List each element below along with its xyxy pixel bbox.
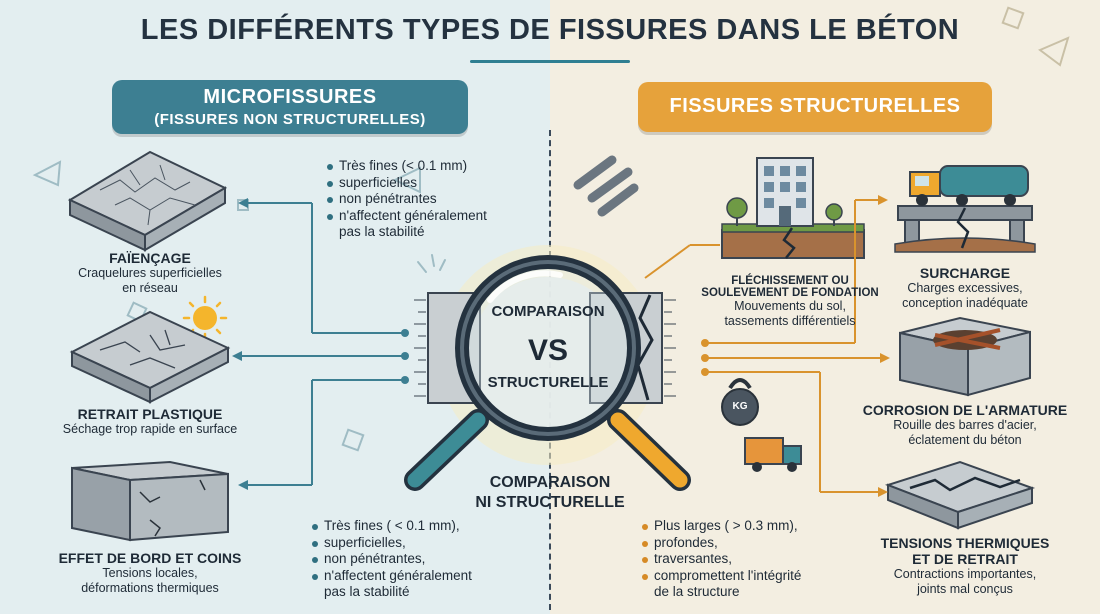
retrait-plastique-title: RETRAIT PLASTIQUE [77,406,223,422]
effet-bord-desc1: Tensions locales, [102,566,198,580]
retrait-plastique-desc1: Séchage trop rapide en surface [62,422,238,436]
page-title: LES DIFFÉRENTS TYPES DE FISSURES DANS LE… [140,14,960,46]
faiencage-slab-icon [67,150,228,252]
connector-dot-icon [401,352,409,360]
faiencage-title: FAÏENÇAGE [109,250,191,266]
thermique-title1: TENSIONS THERMIQUES [880,535,1050,551]
effet-bord-title: EFFET DE BORD ET COINS [58,550,242,566]
retrait-plastique-label: RETRAIT PLASTIQUE Séchage trop rapide en… [30,406,270,437]
microfissures-banner-line1: MICROFISSURES [203,86,377,108]
connector-dot-icon [701,368,709,376]
title-underline [470,60,630,63]
structural-banner-line1: FISSURES STRUCTURELLES [669,95,961,117]
arrow-left-icon [232,351,242,361]
bullet-item: non pénétrantes, [310,551,520,568]
effet-bord-desc2: déformations thermiques [81,581,219,595]
fondation-desc1: Mouvements du sol, [734,299,846,313]
building-foundation-icon [721,157,865,259]
fondation-desc2: tassements différentiels [724,314,856,328]
thermique-title2: ET DE RETRAIT [912,551,1018,567]
center-label-top: COMPARAISON [491,303,605,320]
bullet-item: compromettent l'intégrité [640,568,860,585]
kettlebell-icon [721,378,759,426]
corrosion-desc1: Rouille des barres d'acier, [893,418,1037,432]
corrosion-desc2: éclatement du béton [908,433,1022,447]
bullet-item-continued: pas la stabilité [339,224,425,239]
bullet-item: traversantes, [640,551,860,568]
bottom-right-bullet-list: Plus larges ( > 0.3 mm), profondes, trav… [640,518,860,601]
comparison-caption-line2: NI STRUCTURELLE [475,494,625,511]
decor-triangle-icon [392,166,421,194]
faiencage-label: FAÏENÇAGE Craquelures superficielles en … [40,250,260,296]
bottom-left-bullet-list: Très fines ( < 0.1 mm), superficielles, … [310,518,520,601]
fondation-title1: FLÉCHISSEMENT OU [731,275,849,287]
kettlebell-label: KG [732,401,748,412]
structural-banner: FISSURES STRUCTURELLES [638,82,992,132]
corrosion-block-icon [899,316,1031,397]
connector-dot-icon [401,329,409,337]
arrow-left-icon [238,198,248,208]
top-bullet-list: Très fines (< 0.1 mm) superficielles non… [325,158,525,241]
thermique-label: TENSIONS THERMIQUES ET DE RETRAIT Contra… [860,535,1070,597]
rebar-icon [573,155,639,217]
bullet-item: Très fines (< 0.1 mm) [325,158,525,175]
arrow-left-icon [238,480,248,490]
bullet-item: Très fines ( < 0.1 mm), [310,518,520,535]
fondation-title2: SOULEVEMENT DE FONDATION [701,287,879,299]
arrow-right-icon [880,353,890,363]
truck-bridge-icon [894,165,1036,253]
bullet-item: superficielles, [310,535,520,552]
center-label-vs: VS [527,334,569,367]
surcharge-desc2: conception inadéquate [902,296,1028,310]
thermal-slab-icon [884,460,1036,530]
decor-triangle-icon [32,160,62,187]
center-label-bottom: STRUCTURELLE [487,374,609,391]
thermique-desc2: joints mal conçus [917,582,1013,596]
decor-square-icon [1001,6,1025,30]
connector-dot-icon [701,339,709,347]
corrosion-title: CORROSION DE L'ARMATURE [862,402,1068,418]
surcharge-desc1: Charges excessives, [907,281,1023,295]
arrow-right-icon [878,195,888,205]
delivery-truck-icon [744,437,802,472]
effet-bord-slab-icon [71,460,229,542]
surcharge-label: SURCHARGE Charges excessives, conception… [880,265,1050,311]
connector-dot-icon [701,354,709,362]
decor-triangle-icon [1038,36,1070,67]
bullet-item-continued: de la structure [654,584,740,599]
magnifying-glass-icon [404,255,691,491]
bullet-item: superficielles [325,175,525,192]
surcharge-title: SURCHARGE [919,265,1011,281]
comparison-caption-line1: COMPARAISON [489,474,611,491]
faiencage-desc2: en réseau [122,281,178,295]
faiencage-desc1: Craquelures superficielles [78,266,222,280]
thermique-desc1: Contractions importantes, [893,567,1037,581]
arrow-right-icon [878,487,888,497]
bullet-item: Plus larges ( > 0.3 mm), [640,518,860,535]
bullet-item: non pénétrantes [325,191,525,208]
microfissures-banner-line2: (FISSURES NON STRUCTURELLES) [154,111,426,128]
corrosion-label: CORROSION DE L'ARMATURE Rouille des barr… [860,402,1070,448]
connector-dot-icon [401,376,409,384]
bullet-item: n'affectent généralement [310,568,520,585]
bullet-item: n'affectent généralement [325,208,525,225]
effet-bord-label: EFFET DE BORD ET COINS Tensions locales,… [30,550,270,596]
microfissures-banner: MICROFISSURES (FISSURES NON STRUCTURELLE… [112,80,468,134]
bullet-item: profondes, [640,535,860,552]
retrait-plastique-slab-icon [69,310,231,404]
bullet-item-continued: pas la stabilité [324,584,410,599]
decor-square-icon [341,428,365,452]
fondation-label: FLÉCHISSEMENT OU SOULEVEMENT DE FONDATIO… [690,275,890,329]
